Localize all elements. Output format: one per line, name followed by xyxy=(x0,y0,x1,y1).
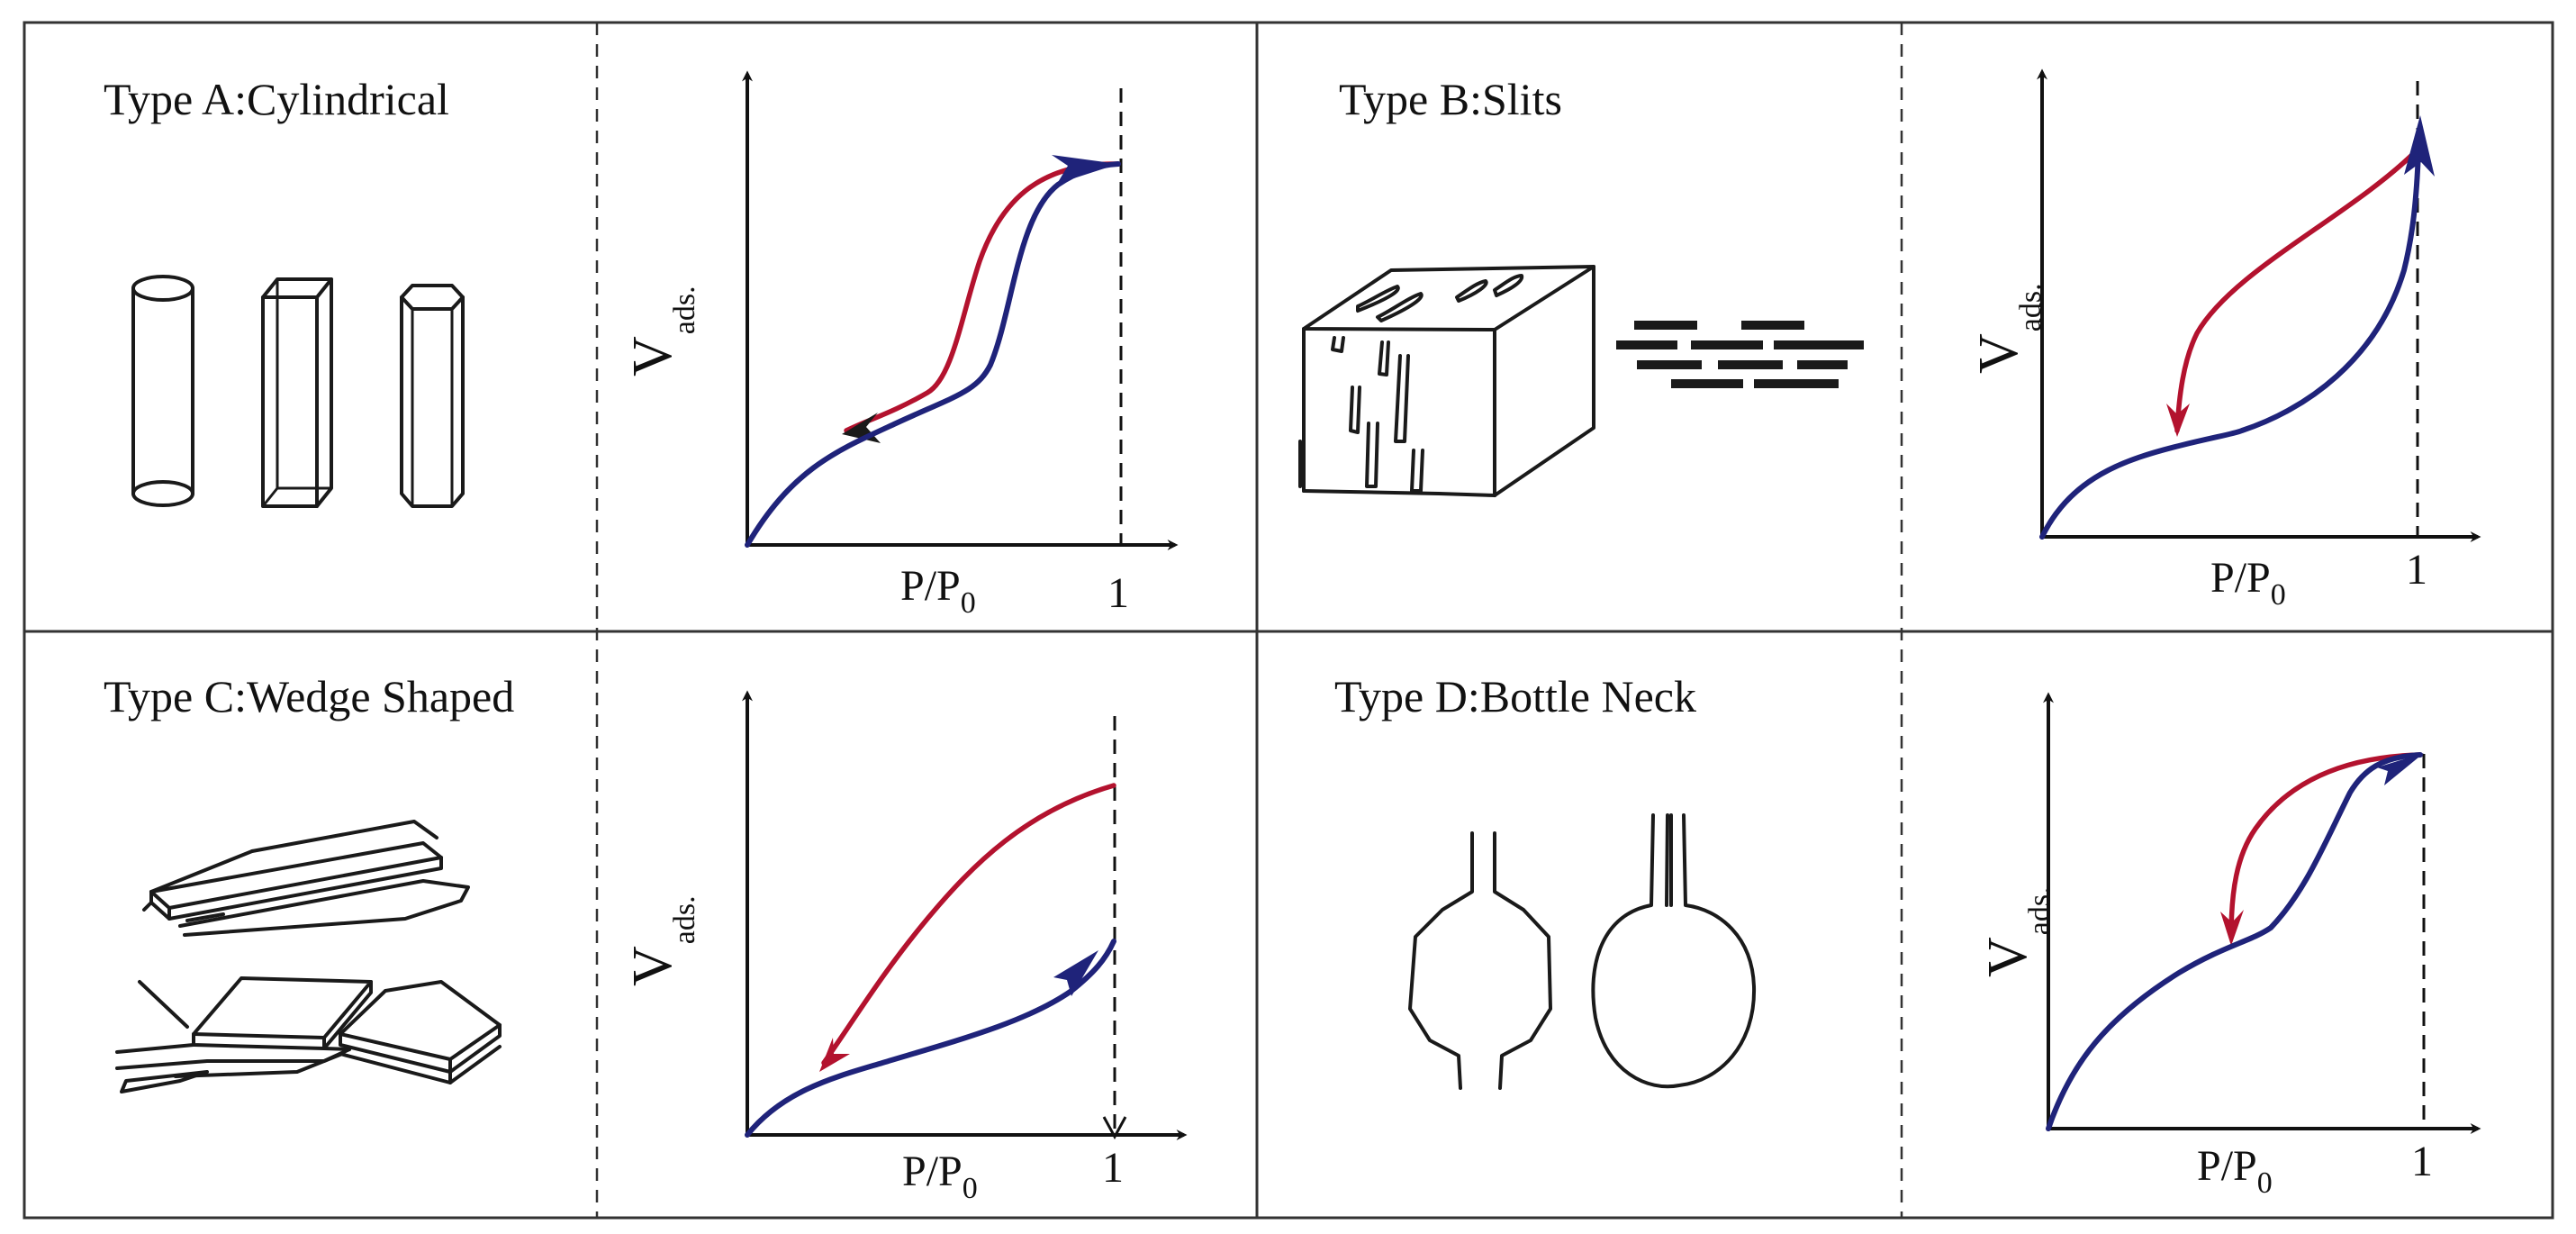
y-axis-label: Vads. xyxy=(1977,886,2056,977)
adsorption-branch xyxy=(2046,752,2423,1131)
desorption-branch xyxy=(821,783,1116,1066)
desorption-branch xyxy=(844,161,1121,433)
panel-title: Type C:Wedge Shaped xyxy=(104,671,514,721)
desorption-branch xyxy=(2174,149,2418,433)
panel-type-d: Type D:Bottle Neck Vads. P/P0 1 xyxy=(1334,671,2481,1200)
y-axis-label: Vads. xyxy=(622,895,701,986)
bottle-neck-pores-illustration xyxy=(1408,813,1757,1090)
adsorption-branch xyxy=(2039,149,2421,540)
x-axis-label: P/P0 xyxy=(2197,1142,2273,1200)
table-grid xyxy=(23,21,2554,1220)
panel-title: Type A:Cylindrical xyxy=(104,74,449,124)
adsorption-branch xyxy=(745,161,1121,548)
isotherm-chart: Vads. P/P0 1 xyxy=(622,70,1179,620)
panel-type-c: Type C:Wedge Shaped xyxy=(104,671,1188,1205)
x-tick-label: 1 xyxy=(1102,1144,1124,1192)
x-tick-label: 1 xyxy=(2406,546,2427,594)
cylindrical-pores-illustration xyxy=(131,275,465,508)
x-tick-label: 1 xyxy=(2411,1138,2433,1185)
panel-type-b: Type B:Slits xyxy=(1298,68,2481,612)
adsorption-branch xyxy=(745,939,1116,1138)
slit-pores-illustration xyxy=(1298,265,1864,497)
x-tick-label: 1 xyxy=(1107,569,1129,617)
x-axis-label: P/P0 xyxy=(900,562,976,620)
isotherm-chart: Vads. P/P0 1 xyxy=(622,690,1188,1205)
desorption-branch xyxy=(2228,752,2423,939)
wedge-pores-illustration xyxy=(115,820,502,1093)
panel-title: Type D:Bottle Neck xyxy=(1334,671,1696,721)
panel-type-a: Type A:Cylindrical xyxy=(104,70,1179,620)
slit-stack-bricks xyxy=(1616,321,1864,388)
panel-title: Type B:Slits xyxy=(1339,74,1562,124)
y-axis-label: Vads. xyxy=(1968,283,2047,374)
x-axis-label: P/P0 xyxy=(2210,554,2286,612)
y-axis-label: Vads. xyxy=(622,286,701,377)
x-axis-label: P/P0 xyxy=(902,1148,978,1205)
isotherm-chart: Vads. P/P0 1 xyxy=(1968,68,2481,612)
isotherm-chart: Vads. P/P0 1 xyxy=(1977,692,2481,1200)
